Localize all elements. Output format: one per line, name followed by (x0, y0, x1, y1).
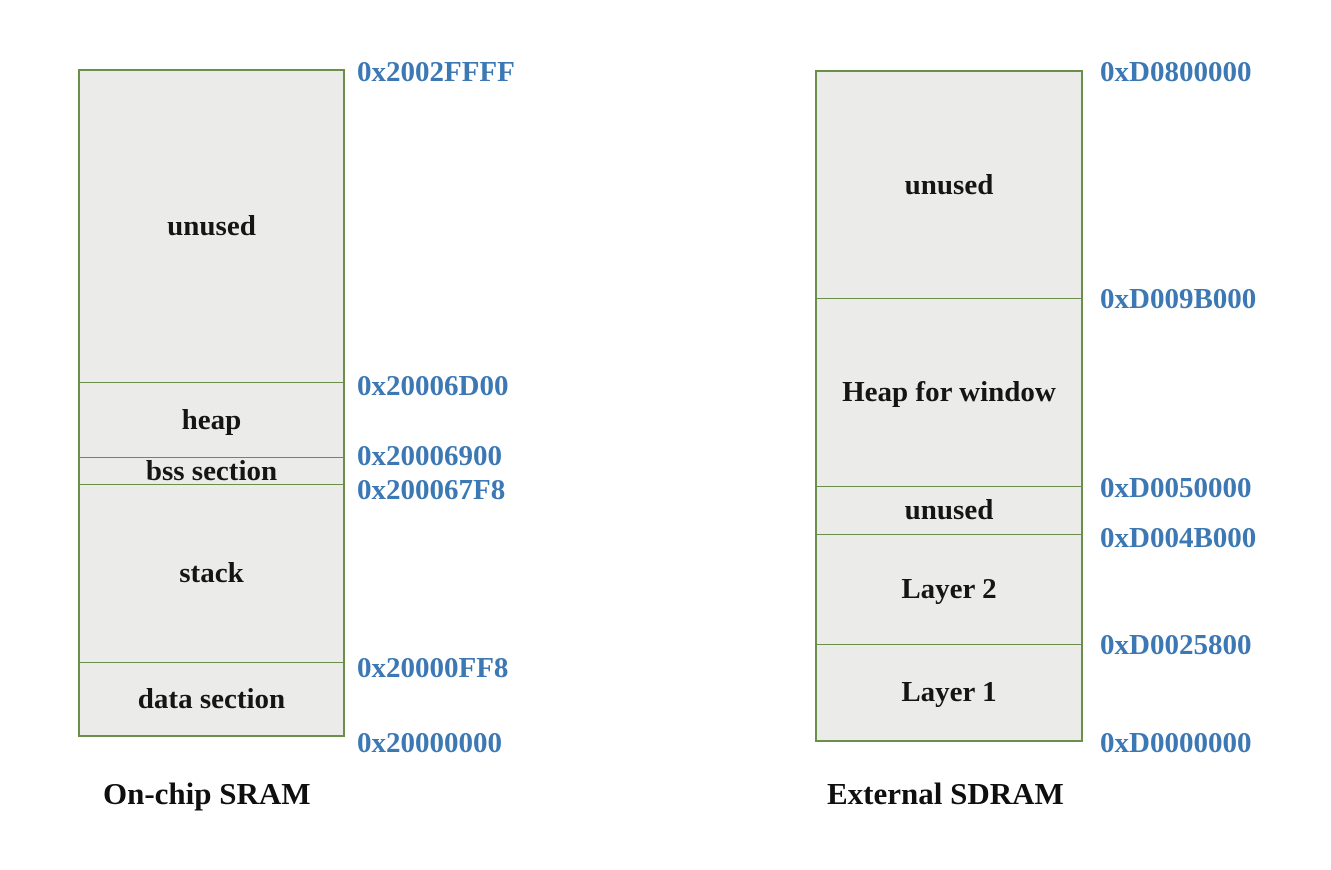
sdram-address-heap-top: 0xD009B000 (1100, 283, 1257, 315)
sdram-address-unused-top: 0xD0050000 (1100, 472, 1252, 504)
sram-section-data: data section (137, 682, 286, 715)
sdram-address-layer2-top: 0xD004B000 (1100, 522, 1257, 554)
sdram-section-layer1: Layer 1 (901, 676, 997, 708)
sram-address-top: 0x2002FFFF (357, 56, 515, 88)
sram-section-stack: stack (80, 485, 343, 663)
sdram-caption: External SDRAM (827, 776, 1064, 811)
sram-memory-box: unused heap bss section stack data secti… (78, 69, 345, 737)
sdram-section-layer2: Layer 2 (817, 535, 1081, 645)
sdram-address-top: 0xD0800000 (1100, 56, 1252, 88)
sram-address-bss-top: 0x20006900 (357, 440, 502, 472)
sram-section-bss: bss section (80, 455, 343, 487)
sram-address-bottom: 0x20000000 (357, 727, 502, 759)
sdram-section-unused-mid: unused (817, 487, 1081, 535)
sram-section-unused: unused (80, 71, 343, 383)
sdram-section-heap-for-window: Heap for window (817, 299, 1081, 487)
sram-caption: On-chip SRAM (103, 776, 311, 811)
sram-address-data-top: 0x20000FF8 (357, 652, 509, 684)
sram-address-stack-top: 0x200067F8 (357, 474, 506, 506)
sdram-memory-box: unused Heap for window unused Layer 2 La… (815, 70, 1083, 742)
sdram-address-layer1-top: 0xD0025800 (1100, 629, 1252, 661)
sdram-section-unused-top: unused (817, 72, 1081, 299)
sram-section-heap: heap (80, 383, 343, 458)
sdram-address-bottom: 0xD0000000 (1100, 727, 1252, 759)
sram-address-heap-top: 0x20006D00 (357, 370, 509, 402)
